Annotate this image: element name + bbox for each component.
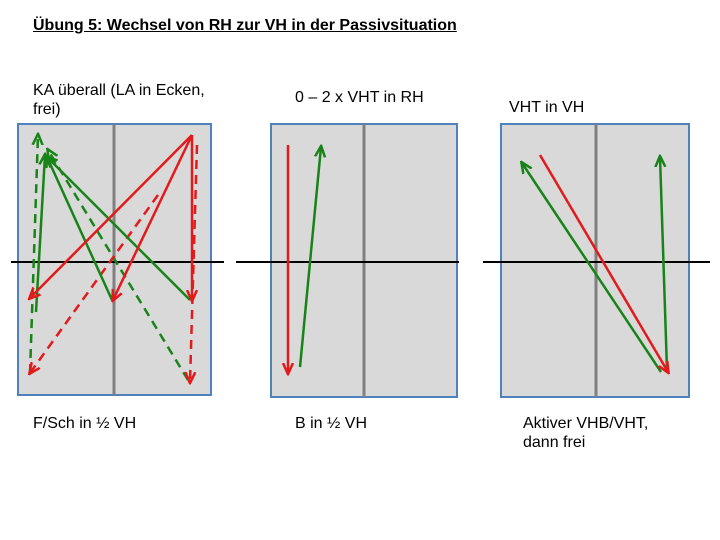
panel-2-bottom-label: B in ½ VH [295,415,368,432]
panel-2-top-label: 0 – 2 x VHT in RH [295,89,424,106]
red-solid-arrow [30,134,193,298]
panel-2-court [236,123,459,398]
panel-3-court [483,123,710,398]
panel-3-top-label: VHT in VH [509,99,585,116]
green-solid-arrow [47,157,114,301]
panel-1-top-label-line-1: KA überall (LA in Ecken, [33,82,205,99]
red-solid-arrow [538,154,668,372]
green-solid-arrow [34,155,45,313]
green-solid-arrow [660,157,669,371]
green-solid-arrow [298,147,321,368]
green-solid-arrow [522,163,663,373]
red-solid-arrow [113,134,194,300]
panel-1-top-label: KA überall (LA in Ecken, frei) [33,81,223,119]
green-dashed-arrow [28,135,38,374]
slide-title: Übung 5: Wechsel von RH zur VH in der Pa… [33,17,457,34]
panel-3-bottom-label-line-2: dann frei [523,434,586,451]
panel-1-court [11,123,224,396]
red-dashed-arrow [30,194,160,373]
red-dashed-arrow [190,144,199,382]
green-solid-arrow [47,157,191,301]
panel-1-top-label-line-2: frei) [33,101,61,118]
panel-3-bottom-label-line-1: Aktiver VHB/VHT, [523,415,649,432]
panel-1-bottom-label: F/Sch in ½ VH [33,415,137,432]
panel-3-bottom-label: Aktiver VHB/VHT, dann frei [523,414,703,452]
